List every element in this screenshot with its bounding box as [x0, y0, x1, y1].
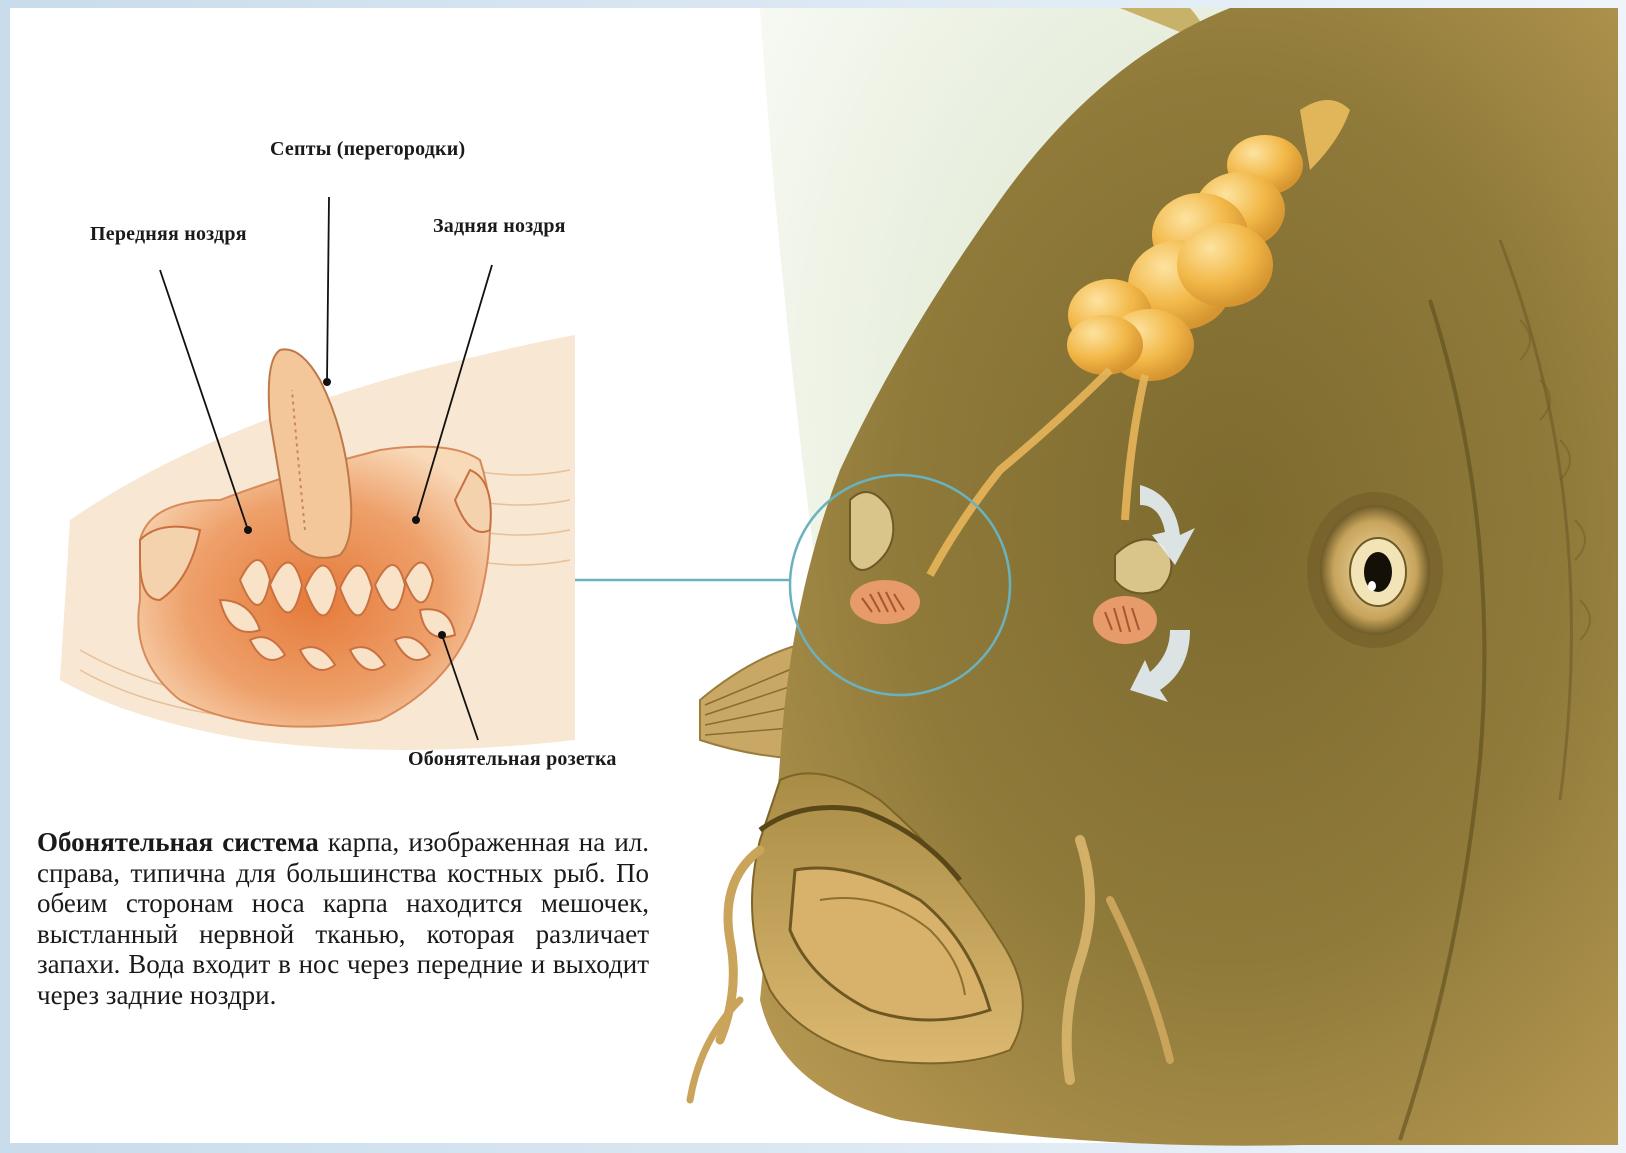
label-rosette: Обонятельная розетка — [408, 748, 617, 771]
caption-bold: Обонятельная система — [37, 827, 319, 857]
eye — [1307, 492, 1443, 648]
label-front-nostril: Передняя ноздря — [90, 223, 247, 246]
label-septa: Септы (перегородки) — [270, 138, 465, 161]
label-rear-nostril: Задняя ноздря — [433, 215, 566, 238]
caption: Обонятельная система карпа, изображенная… — [37, 827, 649, 1010]
